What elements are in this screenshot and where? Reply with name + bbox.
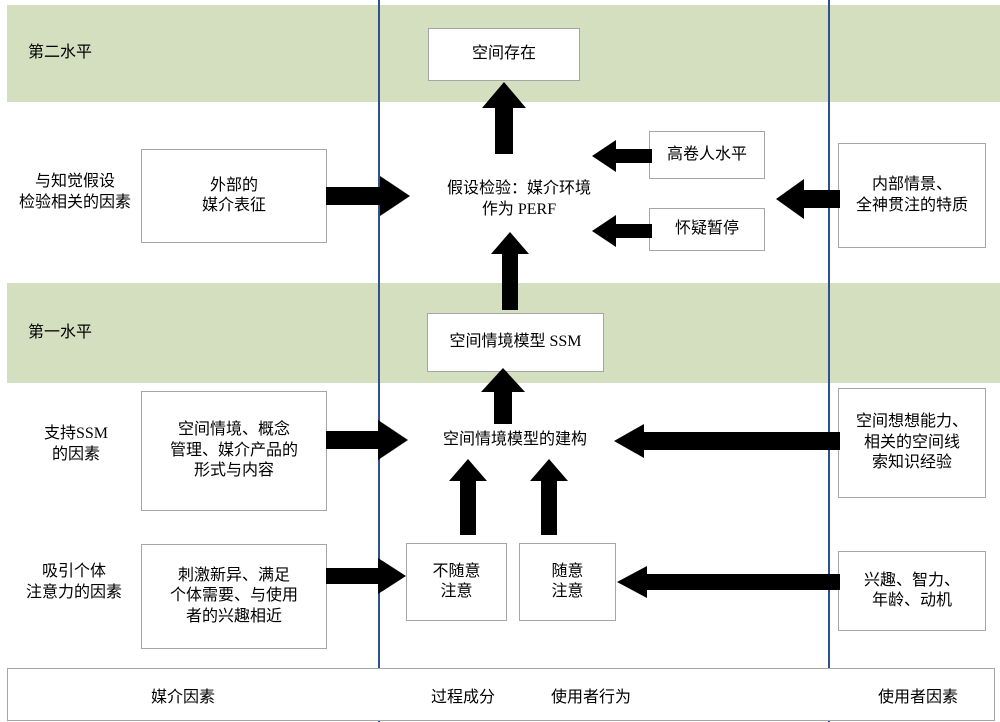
box-ssm-inputs[interactable]: 空间情境、概念 管理、媒介产品的 形式与内容	[141, 391, 327, 511]
arrow-inputs-to-construction	[326, 420, 408, 460]
band-label-level1: 第一水平	[28, 323, 93, 341]
legend-user-factors: 使用者因素	[877, 688, 958, 706]
divider-media-process	[378, 0, 380, 722]
box-ssm-construction[interactable]: 空间情境模型的建构	[442, 430, 587, 448]
box-internal-context[interactable]: 内部情景、 全神贯注的特质	[838, 143, 986, 248]
divider-process-user	[828, 0, 830, 722]
box-ssm-model[interactable]: 空间情境模型 SSM	[427, 313, 604, 372]
arrow-traits-to-voluntary	[617, 566, 840, 598]
arrow-spatial-ability-to-construction	[614, 424, 840, 458]
box-spatial-ability[interactable]: 空间想想能力、 相关的空间线 索知识经验	[838, 388, 986, 498]
arrow-internal-context-to-hypothesis	[776, 179, 840, 219]
arrow-media-to-hypothesis	[326, 176, 410, 216]
box-suspension-of-disbelief[interactable]: 怀疑暂停	[649, 208, 765, 251]
row-label-perception-factors: 与知觉假设 检验相关的因素	[18, 173, 131, 211]
box-involuntary-attention[interactable]: 不随意 注意	[406, 543, 507, 621]
legend-media-factors: 媒介因素	[150, 688, 215, 706]
legend-process-components: 过程成分	[430, 688, 495, 706]
arrow-to-spatial-presence	[482, 82, 526, 154]
arrow-stimulus-to-involuntary	[326, 558, 406, 594]
arrow-disbelief-to-hypothesis	[592, 215, 652, 247]
box-external-media-representation[interactable]: 外部的 媒介表征	[141, 149, 327, 243]
box-stimulus-factors[interactable]: 刺激新异、满足 个体需要、与使用 者的兴趣相近	[141, 544, 327, 649]
arrow-involuntary-to-construction	[449, 459, 487, 535]
row-label-ssm-support-factors: 支持SSM 的因素	[43, 425, 109, 463]
arrow-ssm-to-hypothesis	[491, 232, 529, 310]
box-hypothesis-testing[interactable]: 假设检验：媒介环境 作为 PERF	[446, 180, 591, 218]
row-label-attention-factors: 吸引个体 注意力的因素	[25, 563, 122, 601]
box-spatial-presence[interactable]: 空间存在	[428, 28, 580, 81]
box-voluntary-attention[interactable]: 随意 注意	[519, 543, 616, 621]
box-high-involvement[interactable]: 高卷人水平	[649, 131, 765, 179]
arrow-involvement-to-hypothesis	[592, 140, 652, 172]
legend-bar: 媒介因素 过程成分 使用者行为 使用者因素	[7, 668, 995, 721]
band-label-level2: 第二水平	[28, 43, 93, 61]
arrow-construction-to-ssm	[481, 368, 525, 424]
box-user-traits[interactable]: 兴趣、智力、 年龄、动机	[838, 551, 986, 631]
legend-user-behaviour: 使用者行为	[550, 688, 631, 706]
arrow-voluntary-to-construction	[530, 459, 568, 535]
